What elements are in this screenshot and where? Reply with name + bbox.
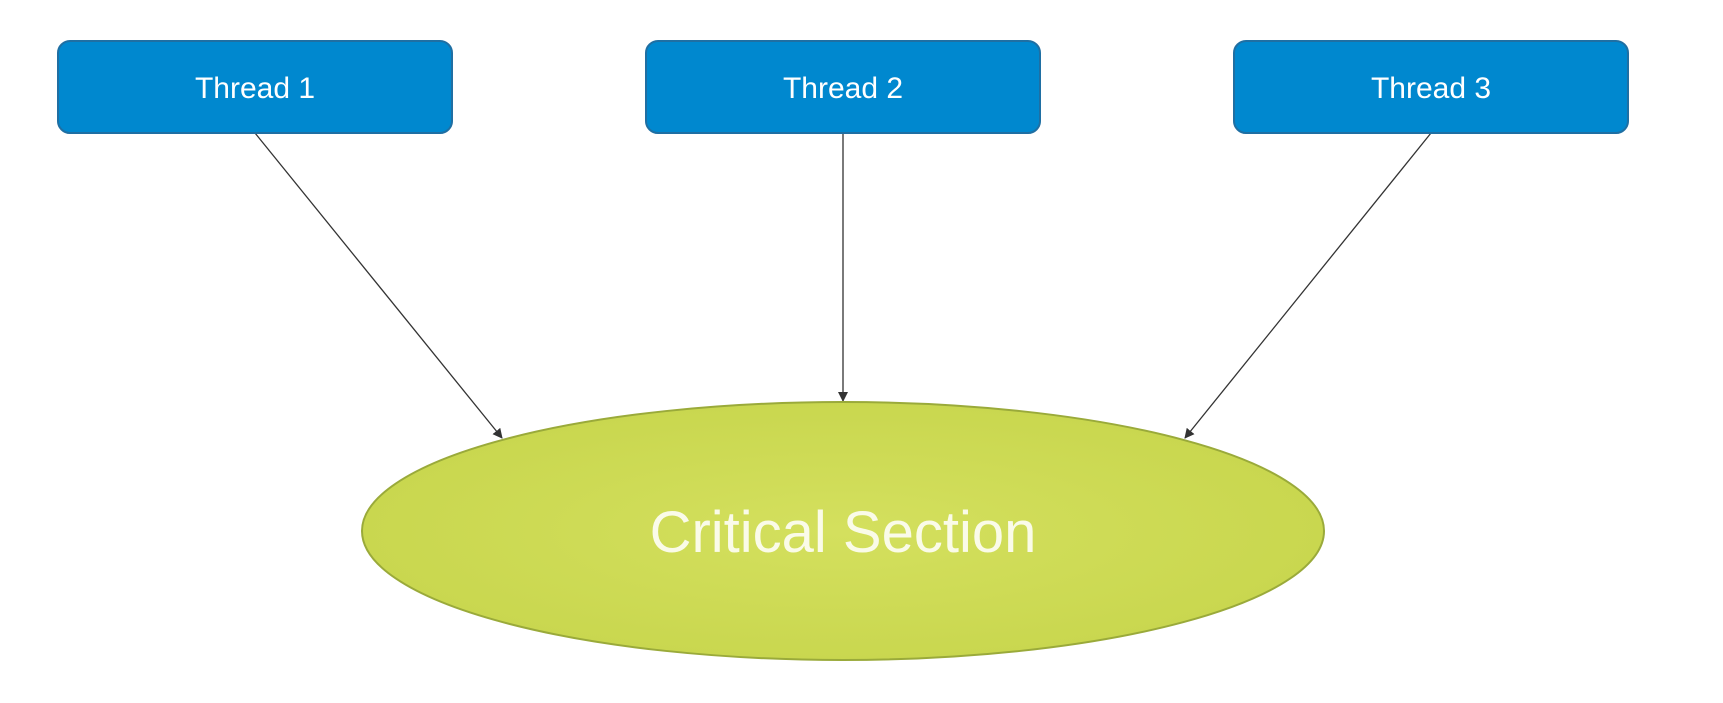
thread-3-node: Thread 3 — [1233, 40, 1629, 134]
critical-section-label: Critical Section — [650, 500, 1037, 565]
thread-2-box — [645, 40, 1041, 134]
thread-1-node: Thread 1 — [57, 40, 453, 134]
thread-2-label: Thread 2 — [783, 72, 903, 105]
critical-section-node: Critical Section — [361, 401, 1325, 661]
arrow-thread-1-to-section — [254, 132, 503, 439]
thread-3-label: Thread 3 — [1371, 72, 1491, 105]
thread-1-label: Thread 1 — [195, 72, 315, 105]
thread-3-box — [1233, 40, 1629, 134]
thread-2-node: Thread 2 — [645, 40, 1041, 134]
thread-1-box — [57, 40, 453, 134]
arrow-thread-3-to-section — [1184, 132, 1432, 439]
critical-section-ellipse — [361, 401, 1325, 661]
